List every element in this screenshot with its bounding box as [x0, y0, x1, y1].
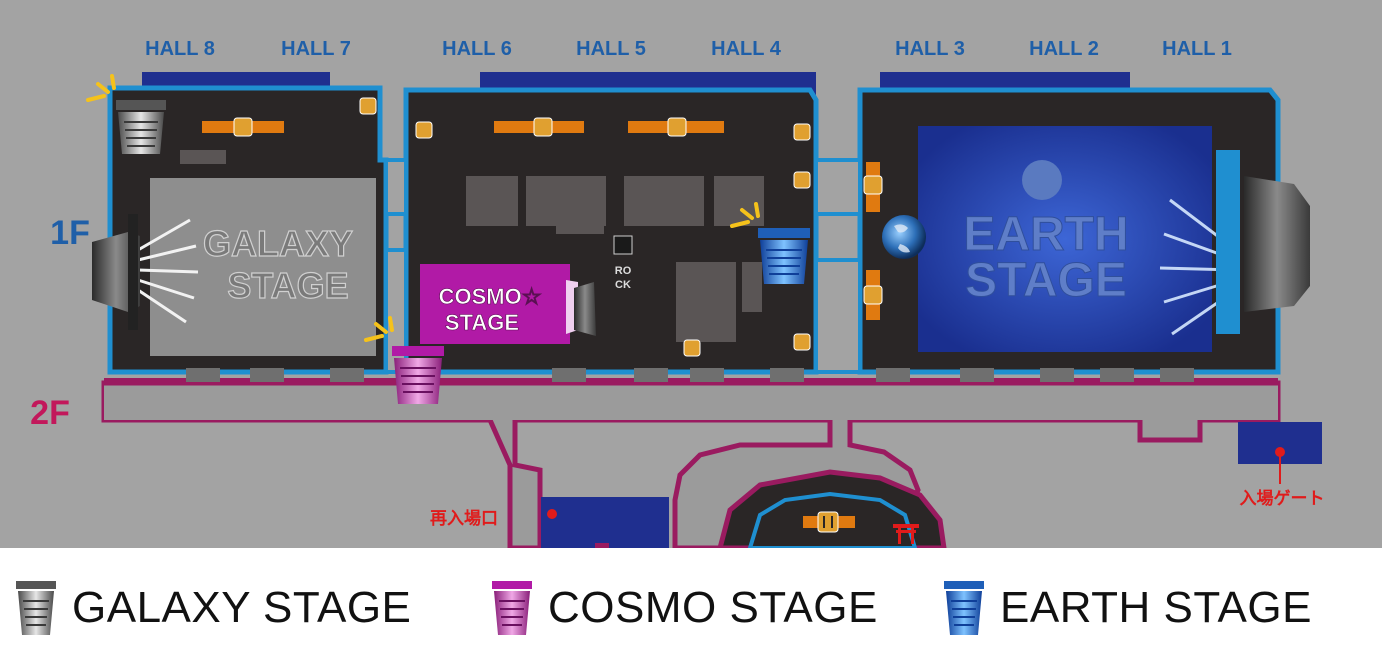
- earth-stage-line1: EARTH: [963, 208, 1128, 261]
- highlight-rays-icon: [137, 218, 199, 324]
- entrance-label-text: 入場ゲート: [1240, 488, 1325, 508]
- galaxy-stage: GALAXY STAGE: [137, 178, 376, 356]
- highlight-rays-icon: [86, 74, 760, 342]
- floor-2f-label: 2F: [30, 394, 70, 432]
- legend-label-galaxy: GALAXY STAGE: [72, 583, 412, 632]
- cosmo-stage-marker-icon: [492, 581, 532, 635]
- torii-gate-icon: [893, 524, 919, 544]
- food-icon: [683, 339, 701, 357]
- cosmo-stage-marker: [392, 346, 444, 404]
- floor-1f-label: 1F: [50, 214, 90, 252]
- floor-2f-corridor: [101, 380, 1281, 551]
- food-icon: [359, 97, 377, 115]
- reentry-gate-area: [541, 497, 669, 548]
- hall-3-label: HALL 3: [895, 38, 965, 60]
- hall-1-label: HALL 1: [1162, 38, 1232, 60]
- rock-logo-line2: CK: [615, 279, 631, 291]
- reentry-label-text: 再入場口: [430, 509, 498, 528]
- cosmo-stage: COSMO☆ STAGE: [420, 264, 596, 344]
- venue-map: HALL 8 HALL 7 HALL 6 HALL 5 HALL 4 HALL …: [0, 0, 1382, 551]
- food-icon: [817, 511, 839, 533]
- event-hall-circle: [716, 469, 947, 551]
- earth-stage-marker-icon: [944, 581, 984, 635]
- food-icon: [793, 333, 811, 351]
- earth-globe-icon: [1022, 160, 1062, 200]
- hall-4-label: HALL 4: [711, 38, 782, 60]
- food-icon: [415, 121, 433, 139]
- earth-stage: EARTH STAGE: [918, 126, 1310, 352]
- galaxy-stage-marker: [116, 100, 166, 154]
- legend-item-galaxy: GALAXY STAGE: [14, 578, 411, 638]
- hall-6-label: HALL 6: [442, 38, 512, 60]
- food-icon: [533, 117, 553, 137]
- cosmo-stage-line2: STAGE: [445, 310, 519, 335]
- location-pin-icon: [547, 509, 557, 519]
- hall-8-label: HALL 8: [145, 38, 215, 60]
- reentry-label: 再入場口: [430, 509, 557, 528]
- food-icon: [863, 285, 883, 305]
- legend: GALAXY STAGE COSMO STAGE EARTH STAGE: [0, 548, 1382, 667]
- cosmo-stage-line1: COSMO☆: [439, 284, 542, 309]
- food-icon: [793, 171, 811, 189]
- speaker-icon: [92, 214, 140, 330]
- galaxy-stage-line1: GALAXY: [203, 223, 353, 264]
- food-icon: [863, 175, 883, 195]
- food-icons: [233, 97, 883, 357]
- entrance-label: 入場ゲート: [1240, 447, 1325, 508]
- earth-globe-icon: [882, 215, 926, 259]
- rock-logo-line1: RO: [615, 265, 632, 277]
- food-icon: [667, 117, 687, 137]
- location-pin-icon: [1275, 447, 1285, 484]
- booth-grid: [180, 150, 764, 342]
- legend-label-cosmo: COSMO STAGE: [548, 583, 878, 632]
- legend-item-cosmo: COSMO STAGE: [490, 578, 878, 638]
- earth-stage-marker: [758, 228, 810, 284]
- food-icon: [793, 123, 811, 141]
- highlight-rays-icon: [1159, 198, 1237, 336]
- hall-banners: [142, 72, 1130, 98]
- hall-labels: HALL 8 HALL 7 HALL 6 HALL 5 HALL 4 HALL …: [145, 38, 1232, 60]
- venue-map-svg: HALL 8 HALL 7 HALL 6 HALL 5 HALL 4 HALL …: [30, 38, 1325, 551]
- galaxy-stage-line2: STAGE: [227, 265, 348, 306]
- rock-logo: RO CK: [613, 235, 633, 291]
- food-icon: [233, 117, 253, 137]
- legend-item-earth: EARTH STAGE: [942, 578, 1312, 638]
- hall-7-label: HALL 7: [281, 38, 351, 60]
- galaxy-stage-marker-icon: [16, 581, 56, 635]
- legend-label-earth: EARTH STAGE: [1000, 583, 1312, 632]
- earth-stage-line2: STAGE: [965, 254, 1127, 307]
- hall-5-label: HALL 5: [576, 38, 646, 60]
- hall-2-label: HALL 2: [1029, 38, 1099, 60]
